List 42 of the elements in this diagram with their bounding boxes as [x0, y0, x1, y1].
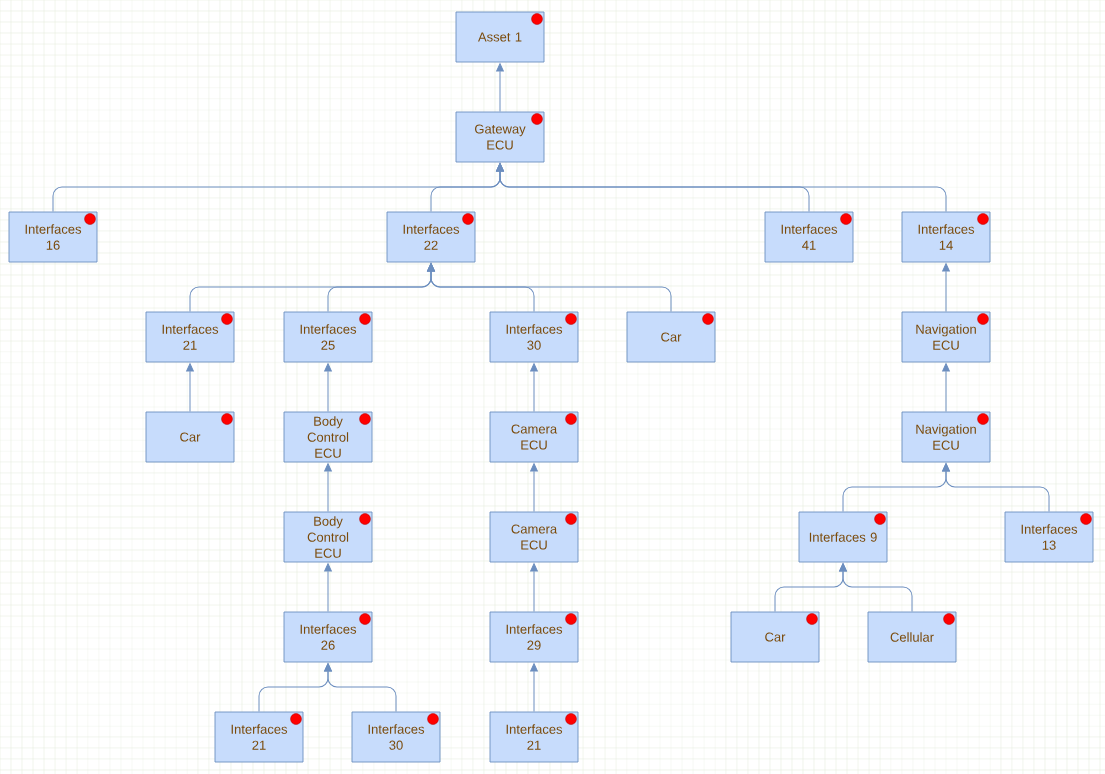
- process-box: Interfaces 13: [1004, 511, 1094, 563]
- process-box: Interfaces 25: [283, 311, 373, 363]
- arrow: [530, 363, 538, 413]
- arrow: [942, 263, 950, 313]
- process-box: Cellular: [867, 611, 957, 663]
- arrow: [530, 663, 538, 713]
- arrow: [839, 563, 913, 613]
- process-box: Interfaces 21: [489, 711, 579, 763]
- arrow: [942, 463, 1050, 513]
- arrow: [186, 363, 194, 413]
- arrow: [530, 563, 538, 613]
- process-box: Camera ECU: [489, 411, 579, 463]
- process-box: Car: [730, 611, 820, 663]
- process-box: Camera ECU: [489, 511, 579, 563]
- arrow: [496, 63, 504, 113]
- process-box: Interfaces 26: [283, 611, 373, 663]
- arrow: [530, 463, 538, 513]
- process-box: Interfaces 21: [145, 311, 235, 363]
- process-box: Car: [626, 311, 716, 363]
- process-box: Interfaces 30: [351, 711, 441, 763]
- process-box: Car: [145, 411, 235, 463]
- process-box: Navigation ECU: [901, 411, 991, 463]
- process-box: Interfaces 22: [386, 211, 476, 263]
- process-box: Gateway ECU: [455, 111, 545, 163]
- process-box: Interfaces 29: [489, 611, 579, 663]
- process-box: Interfaces 9: [798, 511, 888, 563]
- process-box: Interfaces 16: [8, 211, 98, 263]
- arrow: [324, 363, 332, 413]
- arrow: [427, 263, 672, 313]
- process-box: Body Control ECU: [283, 411, 373, 463]
- process-box: Interfaces 30: [489, 311, 579, 363]
- arrow: [324, 663, 397, 713]
- process-box: Body Control ECU: [283, 511, 373, 563]
- process-box: Interfaces 41: [764, 211, 854, 263]
- process-box: Interfaces 14: [901, 211, 991, 263]
- process-box: Navigation ECU: [901, 311, 991, 363]
- process-box: Asset 1: [455, 11, 545, 63]
- arrow: [942, 363, 950, 413]
- arrow: [496, 163, 947, 213]
- arrow: [324, 463, 332, 513]
- arrow: [324, 563, 332, 613]
- process-box: Interfaces 21: [214, 711, 304, 763]
